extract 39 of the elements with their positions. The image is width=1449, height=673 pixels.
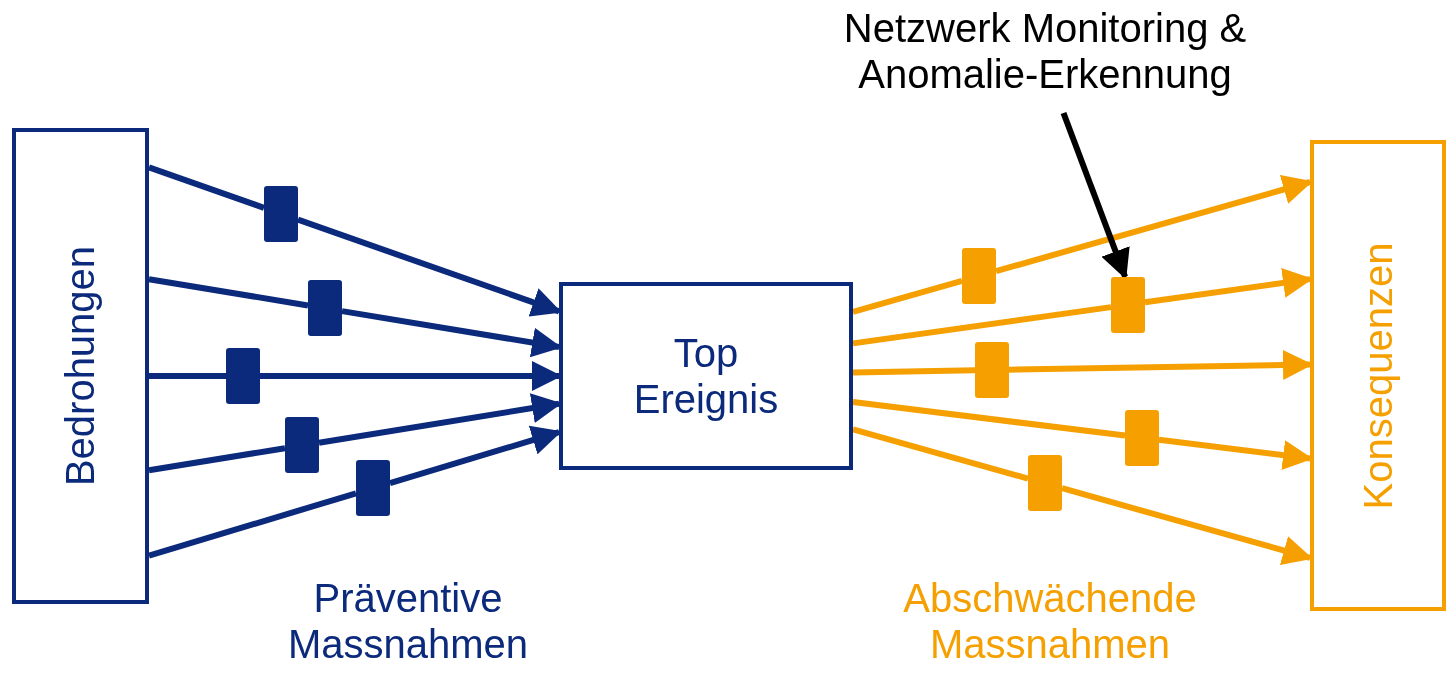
node-label: Bedrohungen (57, 245, 104, 487)
barrier-bar (356, 460, 390, 517)
connector-line (852, 426, 1029, 482)
arrow (1061, 485, 1313, 566)
connector-line (852, 367, 976, 376)
arrow (318, 393, 562, 446)
barrier-bar (226, 348, 260, 404)
arrow (1008, 349, 1313, 380)
arrow (995, 174, 1313, 275)
barrier-bar (962, 248, 996, 305)
arrow (341, 308, 562, 358)
connector-line (852, 304, 1112, 347)
arrow (297, 216, 562, 317)
barrier-bar (264, 185, 298, 242)
consequence-box (1310, 140, 1446, 611)
connector-line (149, 373, 226, 379)
barrier-bar (285, 417, 319, 474)
connector-line (852, 399, 1126, 439)
barrier-bar (1028, 455, 1062, 512)
arrow (260, 361, 562, 391)
node-label: Top Ereignis (632, 330, 780, 422)
connector-line (148, 164, 265, 211)
connector-line (148, 445, 286, 474)
connector-line (148, 276, 309, 309)
measure-label: Präventive Massnahmen (286, 575, 530, 667)
barrier-bar (308, 280, 342, 337)
barrier-bar (975, 342, 1009, 398)
connector-line (852, 278, 963, 315)
connector-line (148, 490, 357, 559)
measure-label: Abschwächende Massnahmen (902, 575, 1198, 667)
event-box (559, 282, 853, 470)
callout-text: Netzwerk Monitoring & Anomalie-Erkennung (795, 5, 1295, 113)
threat-box (12, 128, 149, 604)
node-label: Konsequenzen (1355, 242, 1401, 509)
barrier-bar (1111, 276, 1145, 333)
barrier-bar (1125, 409, 1159, 466)
arrow (389, 425, 562, 486)
arrow (1144, 268, 1313, 306)
arrow (1158, 436, 1313, 471)
